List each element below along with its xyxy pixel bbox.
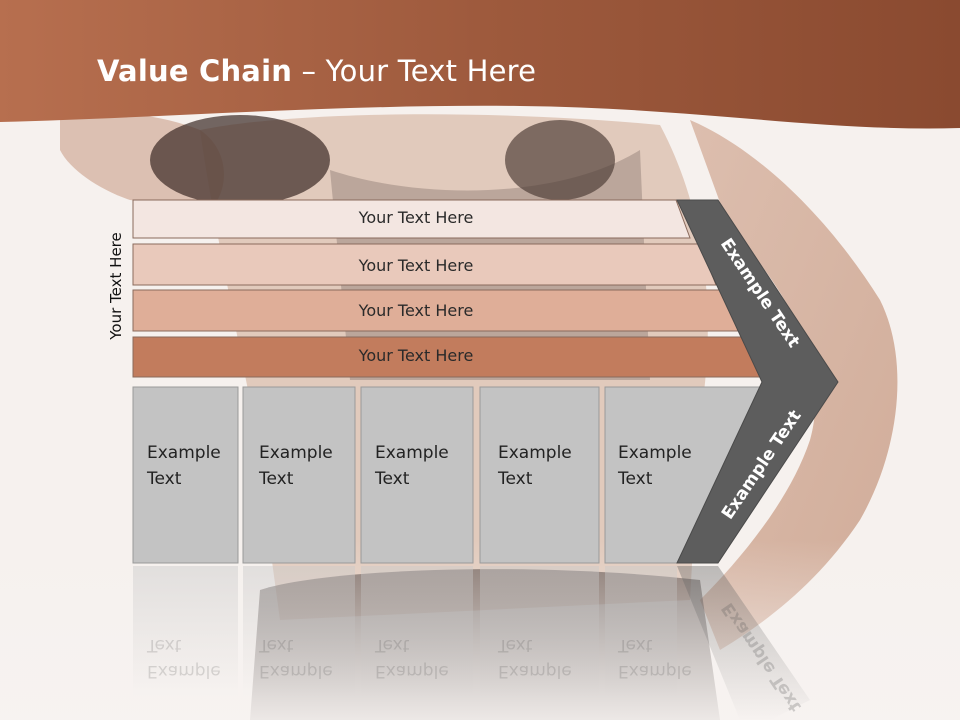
column-reflection-3: Example Text xyxy=(375,635,449,681)
chevron-shape xyxy=(676,199,839,564)
title-rest: – Your Text Here xyxy=(292,54,537,88)
chevron-reflection xyxy=(677,566,810,720)
column-reflection-shape-5 xyxy=(605,566,677,696)
value-bar-2 xyxy=(132,243,717,286)
bar-label-1: Your Text Here xyxy=(358,208,474,227)
slide-title: Value Chain – Your Text Here xyxy=(97,54,536,88)
column-label-2: Example Text xyxy=(259,443,333,489)
title-bold: Value Chain xyxy=(97,54,293,88)
column-reflection-4: Example Text xyxy=(498,635,572,681)
column-reflection-shape-2 xyxy=(243,566,355,696)
bar-label-3: Your Text Here xyxy=(358,301,474,320)
activity-column-1 xyxy=(132,386,239,564)
activity-column-4 xyxy=(479,386,600,564)
bar-label-2: Your Text Here xyxy=(358,256,474,275)
column-reflection-2: Example Text xyxy=(259,635,333,681)
column-reflection-5: Example Text xyxy=(618,635,692,681)
column-reflection-1: Example Text xyxy=(147,635,221,681)
bar-label-4: Your Text Here xyxy=(358,346,474,365)
activity-column-2 xyxy=(242,386,356,564)
column-label-3: Example Text xyxy=(375,443,449,489)
activity-column-3 xyxy=(360,386,474,564)
value-bar-1 xyxy=(132,199,691,239)
column-reflection-shape-1 xyxy=(133,566,238,696)
column-reflection-shape-4 xyxy=(480,566,599,696)
column-label-5: Example Text xyxy=(618,443,692,489)
column-reflection-shape-3 xyxy=(361,566,473,696)
column-label-1: Example Text xyxy=(147,443,221,489)
header-band xyxy=(0,0,960,129)
column-label-4: Example Text xyxy=(498,443,572,489)
